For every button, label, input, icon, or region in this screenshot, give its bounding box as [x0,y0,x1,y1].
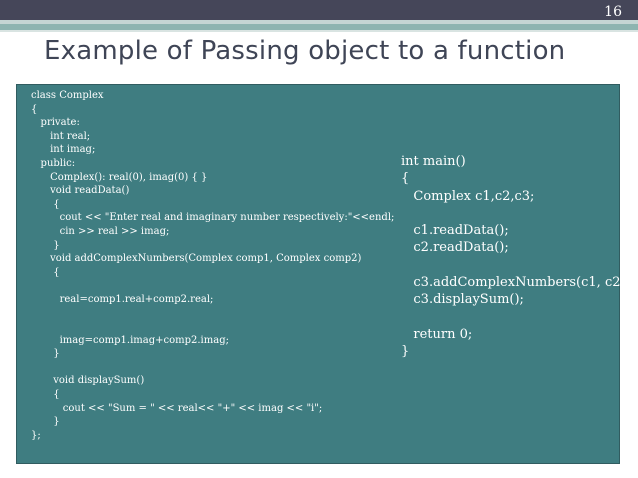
code-line [31,361,394,375]
code-line: { [31,103,38,115]
code-line: int main() [401,154,466,169]
class-code-block: class Complex { private: int real; int im… [31,89,394,442]
code-line: { [31,389,60,401]
code-line: void readData() [31,185,130,197]
code-line [401,309,630,326]
code-line: cin >> real >> imag; [31,225,170,237]
code-line: public: [31,157,76,169]
code-line [31,307,394,321]
header-stripe-pale [0,30,638,32]
top-bar: 16 [0,0,638,20]
code-line: c2.readData(); [401,240,509,256]
code-line: int real; [31,130,91,142]
code-line [401,257,630,274]
code-line: Complex(): real(0), imag(0) { } [31,171,208,183]
code-line: { [401,171,410,187]
code-line: imag=comp1.imag+comp2.imag; [31,334,229,346]
code-line: return 0; [401,326,473,342]
code-line: } [31,416,60,428]
code-line: void addComplexNumbers(Complex comp1, Co… [31,253,362,265]
code-line [31,279,394,293]
code-panel: class Complex { private: int real; int im… [16,84,630,464]
main-function-block: int main() { Complex c1,c2,c3; c1.readDat… [401,153,630,361]
header-stripe-light [0,20,638,24]
code-line: class Complex [31,90,104,101]
code-line: c1.readData(); [401,223,509,239]
header-stripe-teal [0,24,638,30]
slide-number: 16 [604,4,622,20]
code-line: { [31,198,60,210]
code-line: } [401,344,410,360]
code-line [31,320,394,334]
code-line: }; [31,429,41,441]
code-line: c3.addComplexNumbers(c1, c2); [401,275,630,291]
code-line: cout << "Sum = " << real<< "+" << imag <… [31,402,323,414]
code-line: private: [31,117,80,129]
code-line: real=comp1.real+comp2.real; [31,293,214,305]
code-line: c3.displaySum(); [401,292,524,308]
code-line: } [31,239,60,251]
code-line: } [31,348,60,360]
code-line: cout << "Enter real and imaginary number… [31,212,395,224]
code-line [401,205,630,222]
code-line: Complex c1,c2,c3; [401,188,535,204]
code-line: void displaySum() [31,375,145,387]
slide-title: Example of Passing object to a function [44,36,566,66]
code-line: { [31,266,60,278]
code-line: int imag; [31,144,96,156]
